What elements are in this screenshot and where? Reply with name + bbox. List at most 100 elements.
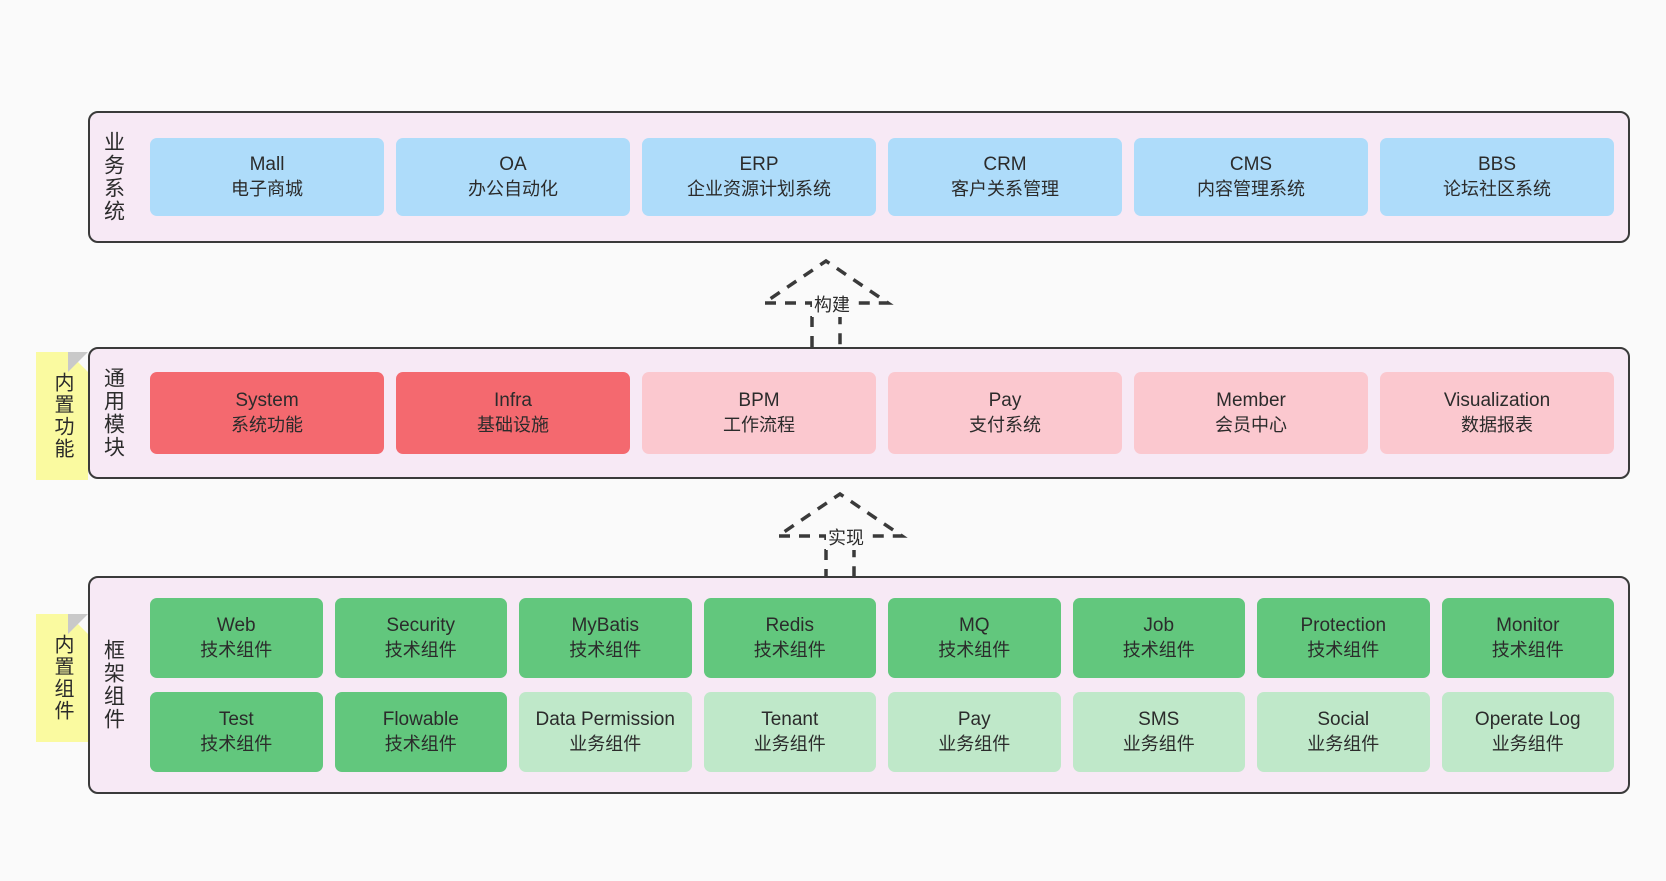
card-subtitle: 技术组件 bbox=[200, 639, 273, 660]
card-data-permission[interactable]: Data Permission 业务组件 bbox=[519, 692, 692, 772]
card-title: Test bbox=[218, 709, 254, 731]
card-subtitle: 客户关系管理 bbox=[951, 178, 1059, 199]
card-title: Redis bbox=[765, 615, 815, 637]
card-redis[interactable]: Redis 技术组件 bbox=[703, 598, 876, 678]
card-crm[interactable]: CRM 客户关系管理 bbox=[888, 138, 1122, 216]
card-sms[interactable]: SMS 业务组件 bbox=[1072, 692, 1245, 772]
card-flowable[interactable]: Flowable 技术组件 bbox=[334, 692, 507, 772]
card-monitor[interactable]: Monitor 技术组件 bbox=[1441, 598, 1614, 678]
card-subtitle: 技术组件 bbox=[384, 733, 457, 754]
card-title: MyBatis bbox=[571, 615, 640, 637]
card-protection[interactable]: Protection 技术组件 bbox=[1257, 598, 1430, 678]
card-subtitle: 技术组件 bbox=[1122, 639, 1195, 660]
card-subtitle: 数据报表 bbox=[1461, 414, 1533, 435]
layer-business-system: 业务系统 Mall 电子商城 OA 办公自动化 ERP 企业资源计划系统 CRM… bbox=[88, 111, 1630, 243]
card-job[interactable]: Job 技术组件 bbox=[1072, 598, 1245, 678]
layer-title-framework-components: 框架组件 bbox=[101, 639, 125, 731]
card-erp[interactable]: ERP 企业资源计划系统 bbox=[642, 138, 876, 216]
layer-title-business-system: 业务系统 bbox=[101, 131, 125, 223]
card-subtitle: 工作流程 bbox=[723, 414, 795, 435]
layer-body-common-modules: System 系统功能 Infra 基础设施 BPM 工作流程 Pay 支付系统… bbox=[136, 349, 1628, 477]
card-mq[interactable]: MQ 技术组件 bbox=[888, 598, 1061, 678]
card-subtitle: 内容管理系统 bbox=[1197, 178, 1305, 199]
layer-common-modules: 通用模块 System 系统功能 Infra 基础设施 BPM 工作流程 Pay… bbox=[88, 347, 1630, 479]
layer-body-framework-components: Web 技术组件 Security 技术组件 MyBatis 技术组件 Redi… bbox=[136, 578, 1628, 792]
card-social[interactable]: Social 业务组件 bbox=[1257, 692, 1430, 772]
card-oa[interactable]: OA 办公自动化 bbox=[396, 138, 630, 216]
card-subtitle: 业务组件 bbox=[1307, 733, 1380, 754]
card-title: OA bbox=[499, 154, 527, 176]
note-builtin-component-label: 内置组件 bbox=[51, 634, 73, 722]
card-subtitle: 业务组件 bbox=[753, 733, 826, 754]
connector-implement-label: 实现 bbox=[826, 524, 866, 550]
card-title: BPM bbox=[738, 390, 780, 412]
card-subtitle: 技术组件 bbox=[1307, 639, 1380, 660]
card-subtitle: 基础设施 bbox=[477, 414, 549, 435]
card-title: Job bbox=[1143, 615, 1175, 637]
card-subtitle: 系统功能 bbox=[231, 414, 303, 435]
layer-title-common-modules: 通用模块 bbox=[101, 367, 125, 459]
card-operate-log[interactable]: Operate Log 业务组件 bbox=[1441, 692, 1614, 772]
card-title: SMS bbox=[1138, 709, 1180, 731]
card-security[interactable]: Security 技术组件 bbox=[334, 598, 507, 678]
card-web[interactable]: Web 技术组件 bbox=[150, 598, 323, 678]
card-title: Operate Log bbox=[1474, 709, 1581, 731]
card-subtitle: 会员中心 bbox=[1215, 414, 1287, 435]
card-title: Security bbox=[386, 615, 456, 637]
card-subtitle: 论坛社区系统 bbox=[1443, 178, 1551, 199]
note-builtin-component: 内置组件 bbox=[36, 614, 88, 742]
card-visualization[interactable]: Visualization 数据报表 bbox=[1380, 372, 1614, 454]
card-test[interactable]: Test 技术组件 bbox=[150, 692, 323, 772]
card-infra[interactable]: Infra 基础设施 bbox=[396, 372, 630, 454]
card-pay-component[interactable]: Pay 业务组件 bbox=[888, 692, 1061, 772]
card-bpm[interactable]: BPM 工作流程 bbox=[642, 372, 876, 454]
card-subtitle: 技术组件 bbox=[753, 639, 826, 660]
card-subtitle: 业务组件 bbox=[1491, 733, 1564, 754]
card-subtitle: 业务组件 bbox=[569, 733, 642, 754]
card-mybatis[interactable]: MyBatis 技术组件 bbox=[519, 598, 692, 678]
card-title: ERP bbox=[739, 154, 779, 176]
card-subtitle: 技术组件 bbox=[938, 639, 1011, 660]
card-subtitle: 技术组件 bbox=[200, 733, 273, 754]
card-subtitle: 业务组件 bbox=[938, 733, 1011, 754]
card-title: Member bbox=[1216, 390, 1286, 412]
connector-build-label: 构建 bbox=[812, 291, 852, 317]
card-title: Infra bbox=[493, 390, 533, 412]
card-title: CMS bbox=[1229, 154, 1273, 176]
card-subtitle: 业务组件 bbox=[1122, 733, 1195, 754]
layer-framework-components: 框架组件 Web 技术组件 Security 技术组件 MyBatis 技术组件… bbox=[88, 576, 1630, 794]
card-pay-module[interactable]: Pay 支付系统 bbox=[888, 372, 1122, 454]
card-title: Tenant bbox=[761, 709, 819, 731]
card-title: System bbox=[235, 390, 299, 412]
card-member[interactable]: Member 会员中心 bbox=[1134, 372, 1368, 454]
note-builtin-function-label: 内置功能 bbox=[51, 372, 73, 460]
layer-body-business-system: Mall 电子商城 OA 办公自动化 ERP 企业资源计划系统 CRM 客户关系… bbox=[136, 113, 1628, 241]
card-mall[interactable]: Mall 电子商城 bbox=[150, 138, 384, 216]
card-subtitle: 支付系统 bbox=[969, 414, 1041, 435]
card-subtitle: 电子商城 bbox=[231, 178, 303, 199]
card-title: Monitor bbox=[1496, 615, 1560, 637]
framework-row-business: Test 技术组件 Flowable 技术组件 Data Permission … bbox=[150, 692, 1614, 772]
card-title: Protection bbox=[1300, 615, 1387, 637]
card-title: Data Permission bbox=[535, 709, 675, 731]
card-title: Pay bbox=[957, 709, 991, 731]
card-title: Visualization bbox=[1443, 390, 1551, 412]
card-subtitle: 技术组件 bbox=[569, 639, 642, 660]
card-title: Social bbox=[1317, 709, 1370, 731]
card-title: BBS bbox=[1477, 154, 1517, 176]
card-subtitle: 技术组件 bbox=[1491, 639, 1564, 660]
card-bbs[interactable]: BBS 论坛社区系统 bbox=[1380, 138, 1614, 216]
framework-row-technical: Web 技术组件 Security 技术组件 MyBatis 技术组件 Redi… bbox=[150, 598, 1614, 678]
card-tenant[interactable]: Tenant 业务组件 bbox=[703, 692, 876, 772]
card-title: Web bbox=[216, 615, 256, 637]
card-subtitle: 企业资源计划系统 bbox=[687, 178, 831, 199]
card-title: Pay bbox=[988, 390, 1022, 412]
card-system[interactable]: System 系统功能 bbox=[150, 372, 384, 454]
card-title: Mall bbox=[249, 154, 285, 176]
note-builtin-function: 内置功能 bbox=[36, 352, 88, 480]
card-subtitle: 办公自动化 bbox=[468, 178, 558, 199]
card-title: MQ bbox=[958, 615, 990, 637]
card-title: Flowable bbox=[382, 709, 459, 731]
card-cms[interactable]: CMS 内容管理系统 bbox=[1134, 138, 1368, 216]
